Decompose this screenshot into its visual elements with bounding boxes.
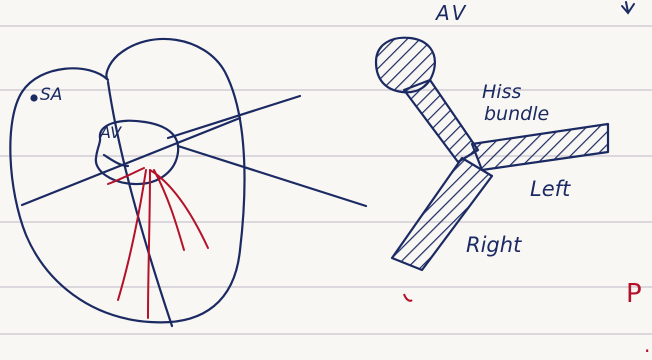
red-tick-mark [404, 294, 412, 301]
corner-arrow [622, 2, 634, 13]
red-fibers [108, 168, 208, 318]
left-label: Left [530, 177, 571, 201]
hiss-bundle-stem [404, 80, 478, 162]
left-branch [472, 124, 608, 170]
av-label-bundle: AV [434, 1, 468, 25]
arabic-note: چهار دیفانسی رو می شوند . [644, 333, 652, 357]
axis-line-upper [168, 96, 300, 138]
hiss-label: Hiss [482, 81, 521, 103]
sa-label: SA [40, 85, 62, 105]
p-label: P [626, 279, 642, 309]
heart-drawing [10, 39, 366, 326]
bundle-label: bundle [484, 103, 549, 125]
axis-line-lower [178, 146, 366, 206]
right-label: Right [466, 233, 522, 257]
sa-node-dot [32, 96, 37, 101]
av-label-heart: AV [99, 123, 122, 142]
